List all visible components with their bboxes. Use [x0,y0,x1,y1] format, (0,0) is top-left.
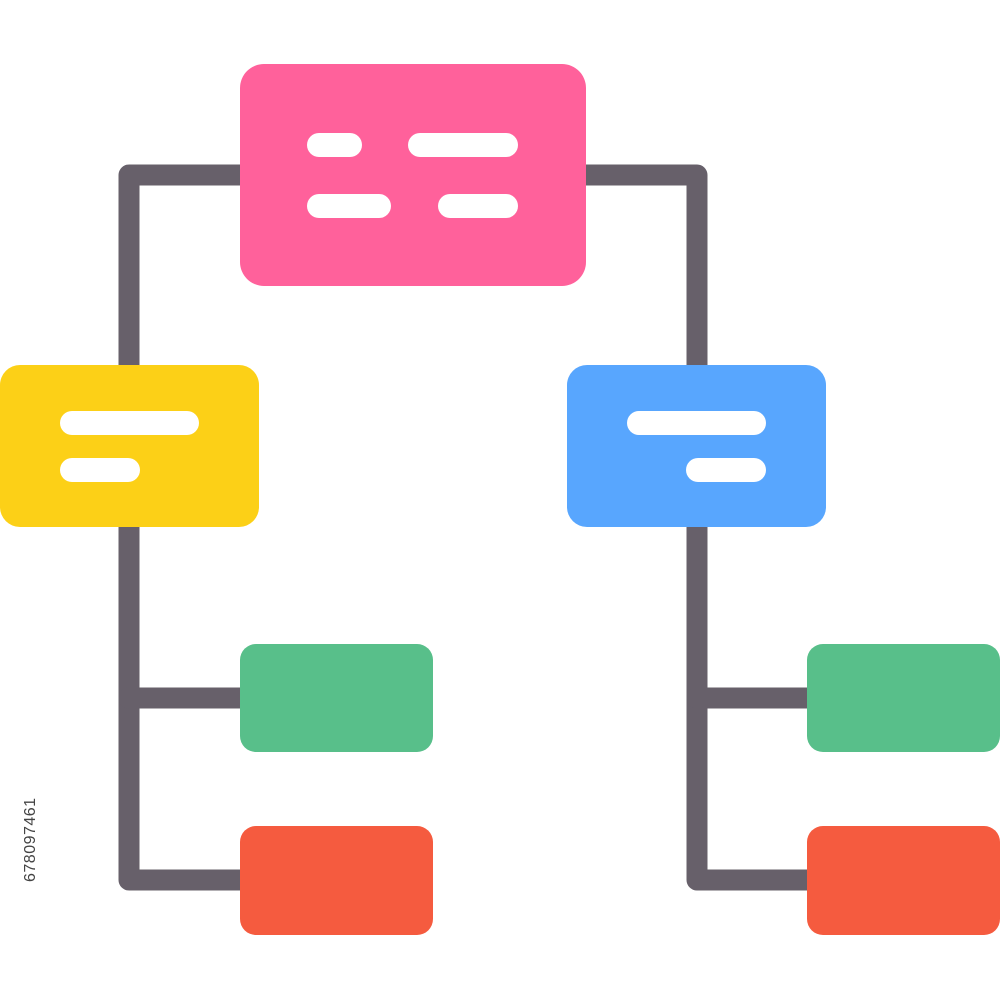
right-leaf-green [807,644,1000,752]
right-branch-box [567,365,826,527]
connector-root-to-right [573,164,708,386]
stock-id-watermark: 678097461 [22,797,39,882]
right-branch-node [567,365,826,527]
connector-left-trunk [118,509,253,891]
right-branch-text-line [686,458,766,482]
root-node [240,64,586,286]
left-leaf-green [240,644,433,752]
right-branch-text-line [627,411,766,435]
connector-root-to-left [118,164,253,386]
root-text-line [408,133,518,157]
root-node-box [240,64,586,286]
left-branch-text-line [60,458,140,482]
left-branch-node [0,365,259,527]
connector-lines [118,164,821,891]
left-leaf-red [240,826,433,935]
root-text-line [307,133,362,157]
left-branch-text-line [60,411,199,435]
connector-right-trunk [686,509,821,891]
root-text-line [307,194,391,218]
root-text-line [438,194,518,218]
right-leaf-red [807,826,1000,935]
left-branch-box [0,365,259,527]
